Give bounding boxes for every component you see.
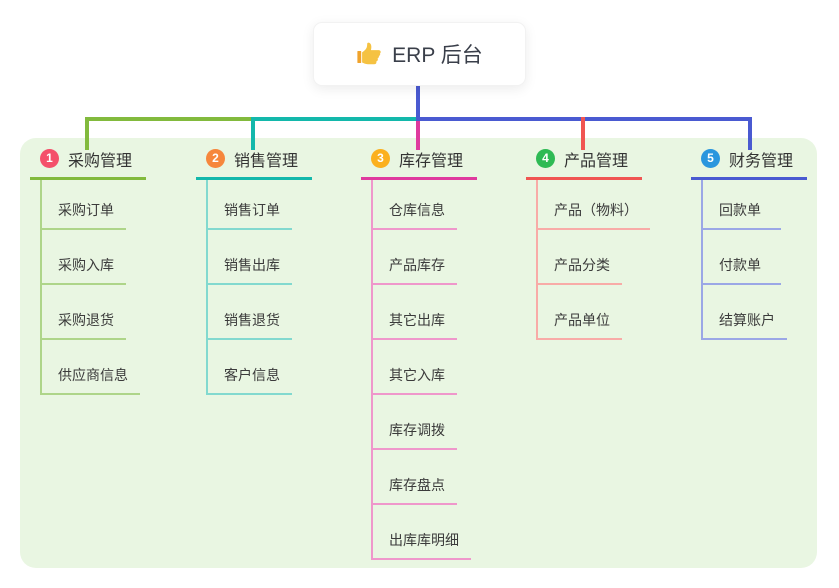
branch-purchase: 1 采购管理 采购订单 采购入库 采购退货 供应商信息 <box>30 140 146 395</box>
branch-number-badge: 5 <box>701 149 720 168</box>
child-node[interactable]: 其它入库 <box>373 340 457 395</box>
branch-children: 销售订单 销售出库 销售退货 客户信息 <box>206 180 292 395</box>
branch-number-badge: 3 <box>371 149 390 168</box>
child-node[interactable]: 出库库明细 <box>373 505 471 560</box>
branch-number-badge: 1 <box>40 149 59 168</box>
branch-label: 采购管理 <box>68 152 133 170</box>
child-node[interactable]: 仓库信息 <box>373 180 457 230</box>
branch-drop-line-purchase <box>85 117 89 150</box>
branch-drop-line-inventory <box>416 121 420 150</box>
branch-node-finance[interactable]: 5 财务管理 <box>691 140 807 180</box>
child-node[interactable]: 产品分类 <box>538 230 622 285</box>
child-node[interactable]: 销售订单 <box>208 180 292 230</box>
branch-finance: 5 财务管理 回款单 付款单 结算账户 <box>691 140 807 340</box>
branch-drop-line-sales <box>251 117 255 150</box>
branch-node-inventory[interactable]: 3 库存管理 <box>361 140 477 180</box>
child-node[interactable]: 库存盘点 <box>373 450 457 505</box>
branch-sales: 2 销售管理 销售订单 销售出库 销售退货 客户信息 <box>196 140 312 395</box>
branch-children: 仓库信息 产品库存 其它出库 其它入库 库存调拨 库存盘点 出库库明细 <box>371 180 471 560</box>
branch-node-purchase[interactable]: 1 采购管理 <box>30 140 146 180</box>
child-node[interactable]: 销售退货 <box>208 285 292 340</box>
child-node[interactable]: 采购订单 <box>42 180 126 230</box>
child-node[interactable]: 库存调拨 <box>373 395 457 450</box>
child-node[interactable]: 销售出库 <box>208 230 292 285</box>
branches-panel <box>20 138 817 568</box>
root-node[interactable]: ERP 后台 <box>313 22 526 86</box>
branch-label: 库存管理 <box>399 152 464 170</box>
branch-drop-line-product <box>581 117 585 150</box>
child-node[interactable]: 结算账户 <box>703 285 787 340</box>
child-node[interactable]: 供应商信息 <box>42 340 140 395</box>
connector-mid-segment <box>251 117 418 121</box>
branch-number-badge: 2 <box>206 149 225 168</box>
branch-label: 财务管理 <box>729 152 794 170</box>
branch-number-badge: 4 <box>536 149 555 168</box>
root-label: ERP 后台 <box>392 44 483 67</box>
branch-label: 产品管理 <box>564 152 629 170</box>
child-node[interactable]: 产品库存 <box>373 230 457 285</box>
branch-children: 采购订单 采购入库 采购退货 供应商信息 <box>40 180 140 395</box>
child-node[interactable]: 产品单位 <box>538 285 622 340</box>
child-node[interactable]: 客户信息 <box>208 340 292 395</box>
branch-children: 产品（物料） 产品分类 产品单位 <box>536 180 650 340</box>
connector-left-segment <box>85 117 253 121</box>
child-node[interactable]: 采购退货 <box>42 285 126 340</box>
branch-inventory: 3 库存管理 仓库信息 产品库存 其它出库 其它入库 库存调拨 库存盘点 出库库… <box>361 140 477 560</box>
branch-children: 回款单 付款单 结算账户 <box>701 180 787 340</box>
branch-node-sales[interactable]: 2 销售管理 <box>196 140 312 180</box>
child-node[interactable]: 其它出库 <box>373 285 457 340</box>
branch-node-product[interactable]: 4 产品管理 <box>526 140 642 180</box>
thumbs-up-icon <box>356 42 381 67</box>
child-node[interactable]: 回款单 <box>703 180 781 230</box>
child-node[interactable]: 采购入库 <box>42 230 126 285</box>
child-node[interactable]: 付款单 <box>703 230 781 285</box>
branch-product: 4 产品管理 产品（物料） 产品分类 产品单位 <box>526 140 650 340</box>
branch-drop-line-finance <box>748 117 752 150</box>
root-stem-line <box>416 84 420 119</box>
branch-label: 销售管理 <box>234 152 299 170</box>
child-node[interactable]: 产品（物料） <box>538 180 650 230</box>
